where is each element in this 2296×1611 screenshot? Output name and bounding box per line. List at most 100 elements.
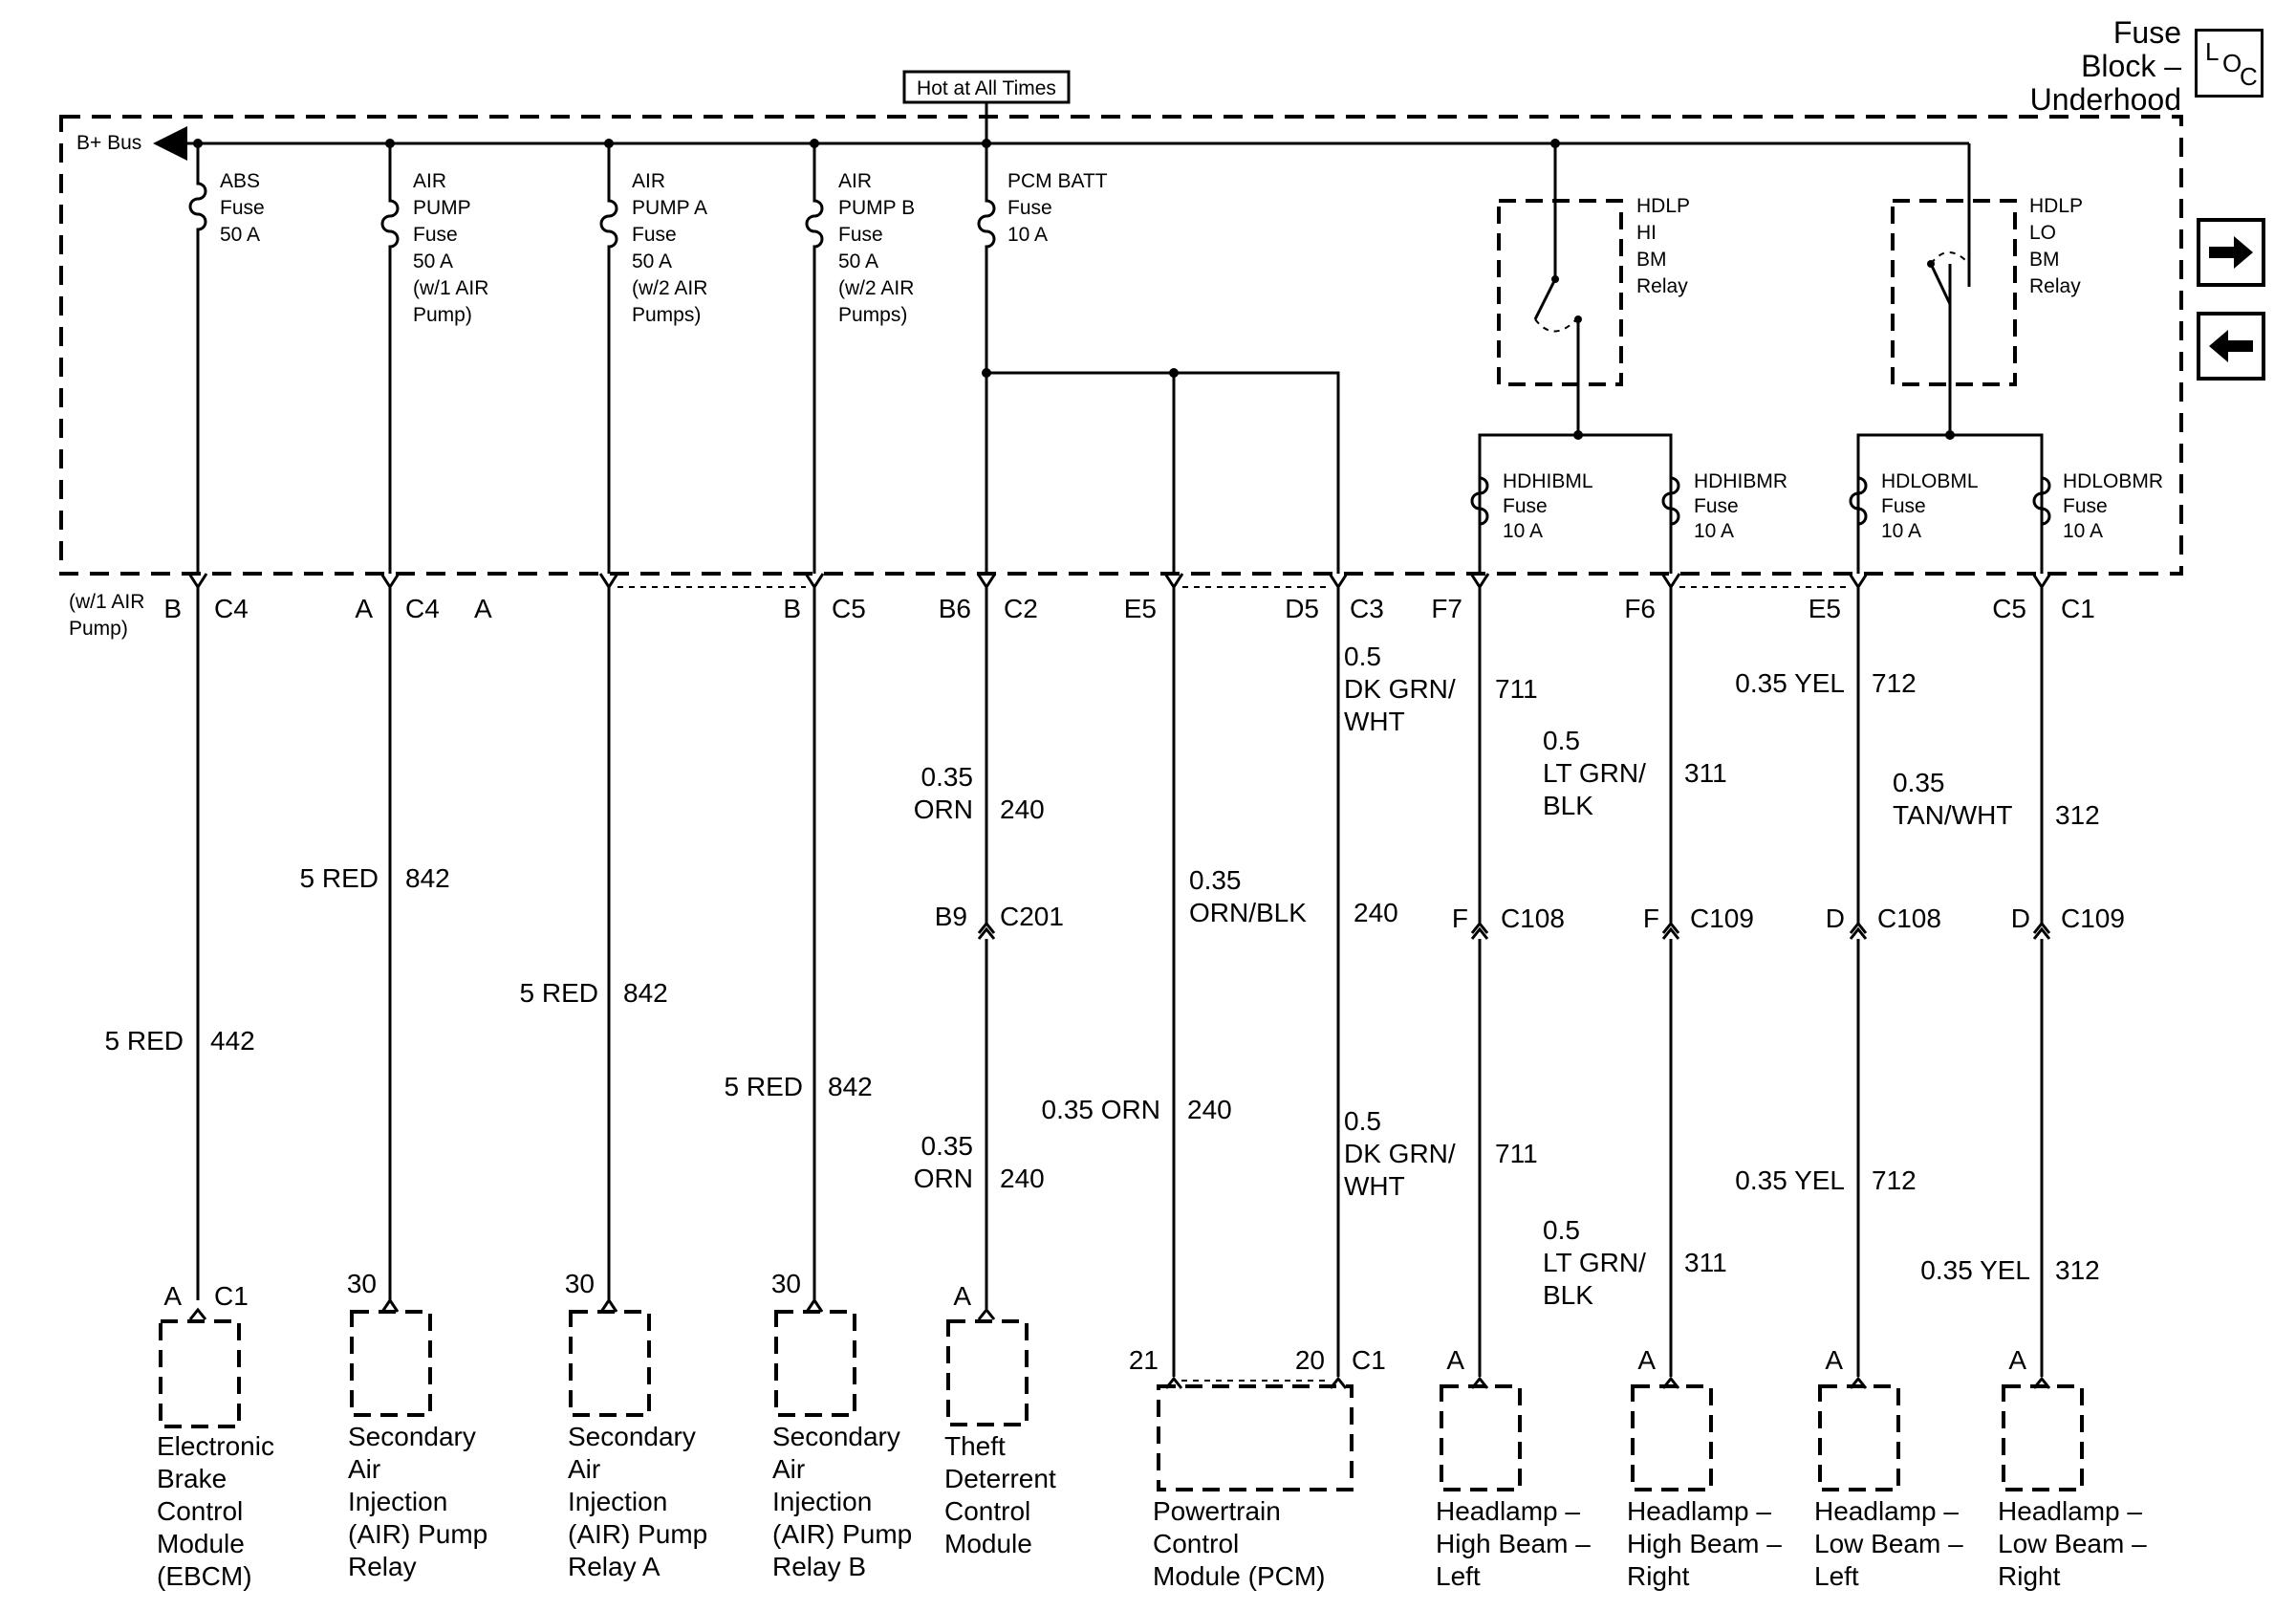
fuse-label-hdlobml: HDLOBML Fuse 10 A	[1881, 470, 1979, 542]
fuse-label-hdhibmr: HDHIBMR Fuse 10 A	[1694, 470, 1787, 542]
svg-text:C201: C201	[1000, 902, 1064, 931]
svg-text:0.5: 0.5	[1344, 1106, 1381, 1136]
svg-text:240: 240	[1187, 1095, 1232, 1124]
svg-text:Left: Left	[1814, 1561, 1859, 1591]
svg-text:B9: B9	[935, 902, 967, 931]
svg-text:0.35: 0.35	[1189, 865, 1242, 895]
component-label-pcm: Powertrain Control Module (PCM)	[1153, 1496, 1325, 1591]
svg-text:D5: D5	[1285, 594, 1319, 623]
svg-text:PUMP: PUMP	[413, 197, 471, 219]
svg-text:0.35: 0.35	[921, 1131, 974, 1161]
fuse-wires	[188, 143, 1340, 574]
svg-text:Headlamp –: Headlamp –	[1627, 1496, 1771, 1526]
svg-text:C2: C2	[1004, 594, 1038, 623]
svg-text:C3: C3	[1350, 594, 1384, 623]
svg-text:Secondary: Secondary	[568, 1422, 696, 1451]
svg-text:Fuse: Fuse	[1503, 495, 1548, 517]
svg-text:Module: Module	[944, 1529, 1032, 1558]
svg-text:A: A	[1825, 1345, 1843, 1375]
air-pump-relay-b-box	[774, 1310, 856, 1417]
svg-text:0.35: 0.35	[1893, 768, 1945, 797]
bottom-connector-labels: A C1 30 30 30 A 21 20 C1 A A A A	[163, 1269, 2026, 1375]
svg-text:LO: LO	[2029, 222, 2056, 244]
svg-text:A: A	[953, 1281, 971, 1311]
svg-text:AIR: AIR	[413, 170, 446, 192]
svg-text:A: A	[2008, 1345, 2026, 1375]
svg-text:(EBCM): (EBCM)	[157, 1561, 252, 1591]
fuse-block-title-3: Underhood	[2030, 82, 2181, 117]
loc-button[interactable]: L O C	[2195, 29, 2264, 98]
wires	[196, 587, 2044, 1377]
svg-text:Electronic: Electronic	[157, 1431, 274, 1461]
svg-text:Injection: Injection	[772, 1487, 872, 1516]
fuse-label-air-pump: AIR PUMP Fuse 50 A (w/1 AIR Pump)	[413, 170, 488, 326]
svg-text:50 A: 50 A	[220, 224, 260, 246]
svg-text:Control: Control	[1153, 1529, 1239, 1558]
svg-text:5 RED: 5 RED	[300, 863, 379, 893]
svg-text:A: A	[355, 594, 373, 623]
svg-text:0.5: 0.5	[1543, 726, 1580, 755]
headlamp-lo-left-box	[1818, 1384, 1900, 1491]
svg-text:PUMP B: PUMP B	[838, 197, 915, 219]
svg-text:10 A: 10 A	[1503, 520, 1543, 542]
svg-text:Relay B: Relay B	[772, 1552, 866, 1581]
svg-text:842: 842	[405, 863, 450, 893]
svg-text:AIR: AIR	[838, 170, 872, 192]
previous-page-button[interactable]	[2197, 312, 2265, 381]
pcm-box	[1157, 1384, 1354, 1491]
svg-text:ORN: ORN	[914, 1164, 973, 1193]
component-label-lo-left: Headlamp – Low Beam – Left	[1814, 1496, 1963, 1591]
svg-text:LT GRN/: LT GRN/	[1543, 758, 1646, 788]
inline-connector-labels: B9 C201 F C108 F C109 D C108 D C109	[935, 902, 2125, 933]
ebcm-box	[159, 1319, 241, 1428]
svg-text:(AIR) Pump: (AIR) Pump	[772, 1519, 912, 1549]
svg-text:Headlamp –: Headlamp –	[1998, 1496, 2142, 1526]
svg-text:20: 20	[1295, 1345, 1325, 1375]
svg-text:F7: F7	[1431, 594, 1462, 623]
svg-text:240: 240	[1000, 795, 1045, 824]
svg-text:AIR: AIR	[632, 170, 665, 192]
svg-text:(w/2 AIR: (w/2 AIR	[838, 277, 914, 299]
svg-text:(AIR) Pump: (AIR) Pump	[568, 1519, 707, 1549]
svg-text:Deterrent: Deterrent	[944, 1464, 1056, 1493]
svg-text:C1: C1	[2061, 594, 2095, 623]
svg-text:A: A	[163, 1281, 182, 1311]
svg-text:10 A: 10 A	[1881, 520, 1921, 542]
svg-text:Relay: Relay	[1636, 275, 1688, 297]
svg-text:BM: BM	[2029, 249, 2060, 271]
svg-text:E5: E5	[1809, 594, 1841, 623]
component-boxes	[159, 1310, 2084, 1491]
loc-letter-o: O	[2222, 49, 2242, 77]
svg-text:Relay A: Relay A	[568, 1552, 661, 1581]
svg-text:E5: E5	[1124, 594, 1157, 623]
fuse-label-hdlobmr: HDLOBMR Fuse 10 A	[2063, 470, 2163, 542]
component-label-ebcm: Electronic Brake Control Module (EBCM)	[157, 1431, 274, 1591]
svg-text:0.35 YEL: 0.35 YEL	[1920, 1255, 2030, 1285]
svg-text:712: 712	[1872, 668, 1917, 698]
next-page-button[interactable]	[2197, 218, 2265, 287]
svg-text:0.5: 0.5	[1344, 642, 1381, 671]
svg-text:Injection: Injection	[348, 1487, 447, 1516]
loc-letter-c: C	[2240, 62, 2258, 91]
svg-text:21: 21	[1129, 1345, 1159, 1375]
component-label-hi-left: Headlamp – High Beam – Left	[1436, 1496, 1591, 1591]
svg-text:5 RED: 5 RED	[105, 1026, 184, 1056]
arrow-left-icon	[2209, 330, 2253, 362]
headlamp-hi-right-box	[1631, 1384, 1713, 1491]
fuse-label-hdhibml: HDHIBML Fuse 10 A	[1503, 470, 1593, 542]
svg-text:Control: Control	[944, 1496, 1030, 1526]
svg-text:711: 711	[1495, 674, 1538, 704]
fuse-block-title-2: Block –	[2081, 49, 2181, 83]
inline-connectors	[977, 921, 2051, 940]
svg-text:C109: C109	[1690, 903, 1754, 933]
connector-labels: (w/1 AIR Pump) B C4 A C4 A B C5 B6 C2 E5…	[69, 591, 2095, 640]
headlamp-fuse-wires	[1470, 476, 2051, 526]
svg-text:Control: Control	[157, 1496, 243, 1526]
headlamp-hi-left-box	[1440, 1384, 1522, 1491]
svg-text:Low Beam –: Low Beam –	[1814, 1529, 1963, 1558]
svg-text:711: 711	[1495, 1139, 1538, 1168]
svg-text:WHT: WHT	[1344, 707, 1405, 736]
svg-text:5 RED: 5 RED	[725, 1072, 803, 1101]
svg-text:C4: C4	[405, 594, 440, 623]
